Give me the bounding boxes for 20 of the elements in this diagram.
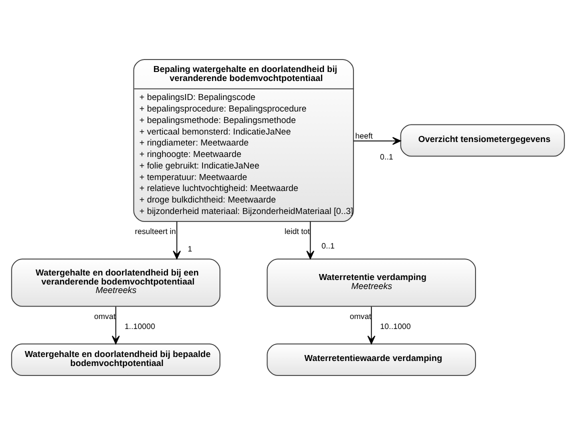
node-box: Waterretentie verdamping Meetreeks xyxy=(266,258,476,307)
node-box: Waterretentiewaarde verdamping xyxy=(266,344,476,376)
arrow xyxy=(112,306,120,344)
node-box: Watergehalte en doorlatendheid bij een veranderende bodemvochtpotentiaal Meetreeks xyxy=(11,258,220,307)
label: 0..1 xyxy=(322,241,335,250)
edge-label: leidt tot xyxy=(284,226,310,236)
node-box: Overzicht tensiometergegevens xyxy=(400,124,565,157)
label: 10..1000 xyxy=(380,322,411,331)
edge-label: resulteert in xyxy=(134,226,176,236)
edge-label: heeft xyxy=(355,131,373,140)
node-box: Watergehalte en doorlatendheid bij bepaalde bodemvochtpotentiaal xyxy=(11,344,220,376)
label: 1..10000 xyxy=(124,322,156,331)
arrow xyxy=(172,221,181,260)
arrow xyxy=(353,136,402,145)
label: 1 xyxy=(188,244,192,254)
label: 0..1 xyxy=(380,152,394,162)
arrow xyxy=(367,306,376,344)
edge-label: omvat xyxy=(350,312,372,321)
edge-label: omvat xyxy=(94,312,116,321)
arrow xyxy=(306,221,314,260)
